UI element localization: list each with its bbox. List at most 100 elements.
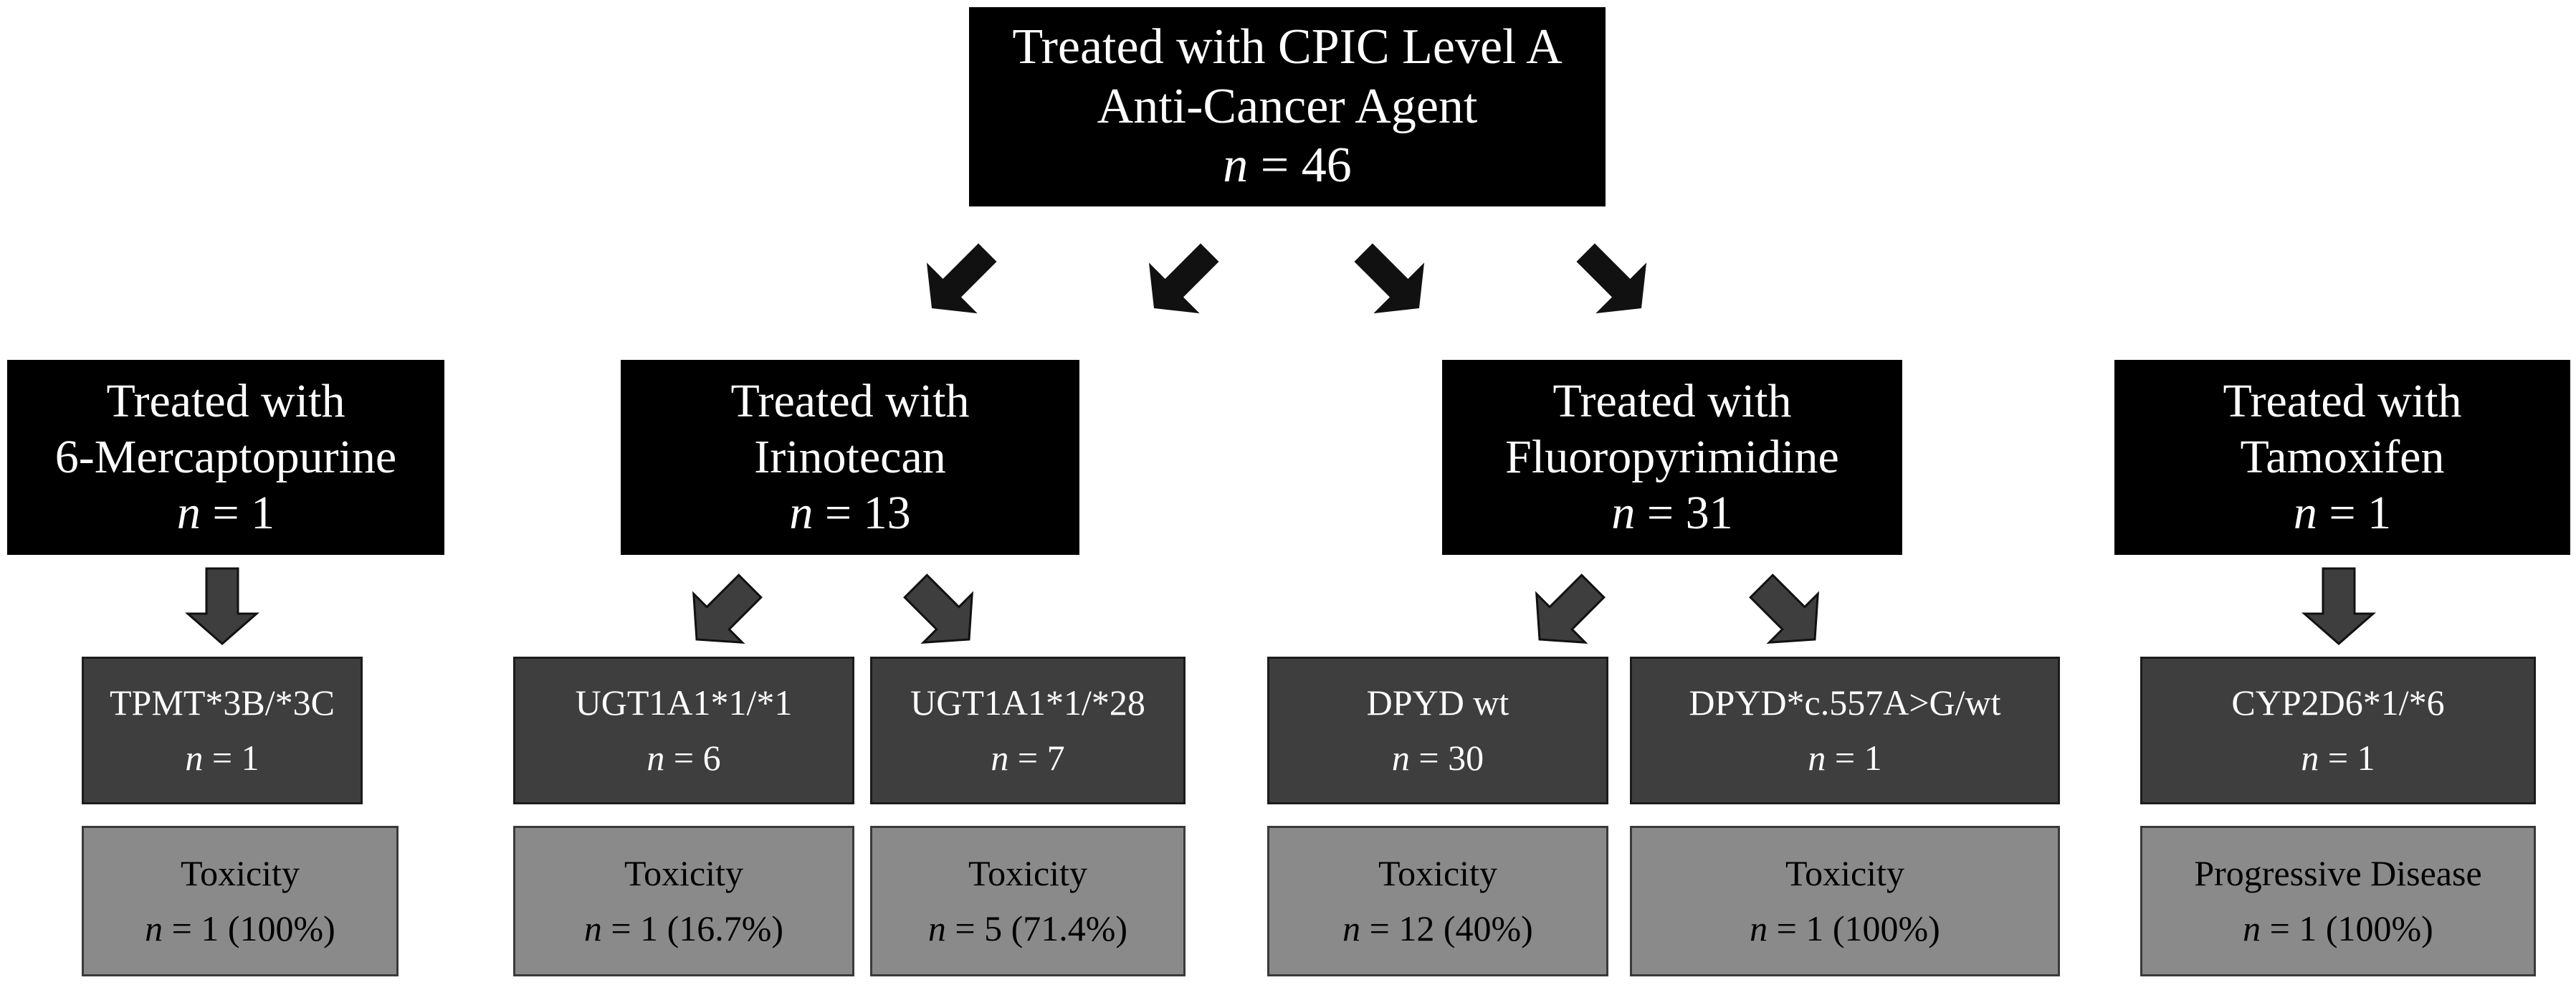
arrow-to-fluoropyrimidine — [1337, 227, 1445, 334]
outcome-label: Toxicity — [1378, 852, 1497, 893]
genotype-count: n = 1 — [185, 731, 259, 786]
genotype-box-cyp2d6: CYP2D6*1/*6 n = 1 — [2140, 657, 2536, 804]
genotype-count-value: = 6 — [664, 738, 721, 778]
outcome-box-dpyd-wt: Toxicity n = 12 (40%) — [1267, 826, 1608, 976]
drug-count-value: = 13 — [813, 486, 911, 539]
outcome-count-label: n — [145, 908, 163, 948]
root-count: n = 46 — [1223, 136, 1351, 196]
drug-count-value: = 1 — [200, 486, 275, 539]
genotype-label: TPMT*3B/*3C — [110, 682, 335, 723]
outcome-box-tpmt: Toxicity n = 1 (100%) — [82, 826, 399, 976]
outcome-count-label: n — [1750, 908, 1768, 948]
outcome-count: n = 1 (100%) — [145, 901, 335, 957]
drug-box-fluoropyrimidine: Treated with Fluoropyrimidine n = 31 — [1442, 360, 1902, 555]
outcome-count-value: = 1 (100%) — [163, 908, 335, 948]
genotype-count: n = 30 — [1392, 731, 1484, 786]
drug-count: n = 13 — [789, 485, 910, 541]
drug-count-label: n — [789, 486, 814, 539]
genotype-box-dpyd-557: DPYD*c.557A>G/wt n = 1 — [1630, 657, 2060, 804]
drug-count: n = 31 — [1611, 485, 1732, 541]
outcome-box-ugt1a1-11: Toxicity n = 1 (16.7%) — [513, 826, 854, 976]
arrow-mercaptopurine-to-tpmt — [186, 567, 258, 645]
root-count-value: = 46 — [1248, 138, 1352, 194]
arrow-to-irinotecan — [1128, 227, 1236, 334]
root-title-line1: Treated with CPIC Level A — [1012, 19, 1563, 75]
drug-count-value: = 31 — [1635, 486, 1733, 539]
outcome-count-label: n — [1342, 908, 1361, 948]
drug-title-line2: Fluoropyrimidine — [1505, 431, 1839, 484]
drug-title-line1: Treated with — [730, 375, 970, 428]
drug-title-line1: Treated with — [106, 375, 345, 428]
outcome-count: n = 1 (100%) — [2243, 901, 2433, 957]
drug-box-irinotecan: Treated with Irinotecan n = 13 — [621, 360, 1079, 555]
outcome-count: n = 5 (71.4%) — [928, 901, 1127, 957]
outcome-label: Toxicity — [181, 852, 300, 893]
drug-title-line2: 6-Mercaptopurine — [54, 431, 397, 484]
drug-count: n = 1 — [2294, 485, 2391, 541]
outcome-label: Toxicity — [624, 852, 743, 893]
arrow-irinotecan-to-ugt1a1-128 — [890, 561, 995, 665]
outcome-count-value: = 1 (16.7%) — [601, 908, 784, 948]
genotype-count-value: = 30 — [1409, 738, 1484, 778]
root-count-label: n — [1223, 138, 1249, 194]
genotype-count-label: n — [1808, 738, 1826, 778]
outcome-count-value: = 1 (100%) — [2261, 908, 2433, 948]
outcome-label: Toxicity — [968, 852, 1087, 893]
drug-title-line2: Irinotecan — [754, 431, 946, 484]
genotype-box-tpmt: TPMT*3B/*3C n = 1 — [82, 657, 363, 804]
genotype-count-label: n — [2301, 738, 2319, 778]
genotype-count-value: = 7 — [1008, 738, 1065, 778]
outcome-box-dpyd-557: Toxicity n = 1 (100%) — [1630, 826, 2060, 976]
genotype-count-label: n — [1391, 738, 1410, 778]
outcome-count-label: n — [927, 908, 946, 948]
outcome-label: Toxicity — [1785, 852, 1904, 893]
arrow-irinotecan-to-ugt1a1-11 — [671, 561, 776, 665]
arrow-to-mercaptopurine-irinotecan-left — [906, 227, 1013, 334]
outcome-count-value: = 1 (100%) — [1768, 908, 1940, 948]
outcome-count-label: n — [583, 908, 602, 948]
outcome-label: Progressive Disease — [2194, 852, 2482, 893]
genotype-count-value: = 1 — [203, 738, 259, 778]
outcome-box-cyp2d6: Progressive Disease n = 1 (100%) — [2140, 826, 2536, 976]
drug-box-mercaptopurine: Treated with 6-Mercaptopurine n = 1 — [7, 360, 444, 555]
drug-count-label: n — [176, 486, 201, 539]
drug-count-label: n — [1611, 486, 1636, 539]
arrow-fluoropyrimidine-to-dpyd-557 — [1736, 561, 1841, 665]
outcome-count: n = 1 (16.7%) — [584, 901, 783, 957]
genotype-label: CYP2D6*1/*6 — [2231, 682, 2445, 723]
genotype-count-label: n — [991, 738, 1009, 778]
genotype-box-ugt1a1-128: UGT1A1*1/*28 n = 7 — [870, 657, 1186, 804]
root-title-line2: Anti-Cancer Agent — [1097, 78, 1478, 134]
drug-title-line1: Treated with — [1552, 375, 1792, 428]
genotype-box-ugt1a1-11: UGT1A1*1/*1 n = 6 — [513, 657, 854, 804]
outcome-box-ugt1a1-128: Toxicity n = 5 (71.4%) — [870, 826, 1186, 976]
genotype-label: UGT1A1*1/*28 — [910, 682, 1145, 723]
drug-box-tamoxifen: Treated with Tamoxifen n = 1 — [2114, 360, 2570, 555]
outcome-count: n = 12 (40%) — [1342, 901, 1533, 957]
outcome-count: n = 1 (100%) — [1750, 901, 1940, 957]
outcome-count-value: = 12 (40%) — [1360, 908, 1533, 948]
drug-count-label: n — [2293, 486, 2317, 539]
genotype-label: UGT1A1*1/*1 — [575, 682, 793, 723]
arrow-fluoropyrimidine-to-dpyd-wt — [1514, 561, 1618, 665]
root-box: Treated with CPIC Level A Anti-Cancer Ag… — [969, 7, 1606, 206]
outcome-count-label: n — [2243, 908, 2261, 948]
genotype-count-value: = 1 — [1826, 738, 1882, 778]
genotype-count: n = 1 — [1808, 731, 1881, 786]
drug-title-line1: Treated with — [2223, 375, 2462, 428]
genotype-count-label: n — [185, 738, 204, 778]
drug-count-value: = 1 — [2317, 486, 2392, 539]
genotype-count: n = 6 — [647, 731, 720, 786]
drug-title-line2: Tamoxifen — [2240, 431, 2445, 484]
arrow-to-tamoxifen — [1560, 227, 1667, 334]
genotype-count: n = 7 — [991, 731, 1064, 786]
genotype-count: n = 1 — [2301, 731, 2375, 786]
outcome-count-value: = 5 (71.4%) — [945, 908, 1128, 948]
genotype-label: DPYD wt — [1366, 682, 1509, 723]
genotype-box-dpyd-wt: DPYD wt n = 30 — [1267, 657, 1608, 804]
genotype-label: DPYD*c.557A>G/wt — [1689, 682, 2001, 723]
genotype-count-label: n — [647, 738, 665, 778]
genotype-count-value: = 1 — [2319, 738, 2375, 778]
arrow-tamoxifen-to-cyp2d6 — [2303, 567, 2375, 645]
drug-count: n = 1 — [177, 485, 275, 541]
